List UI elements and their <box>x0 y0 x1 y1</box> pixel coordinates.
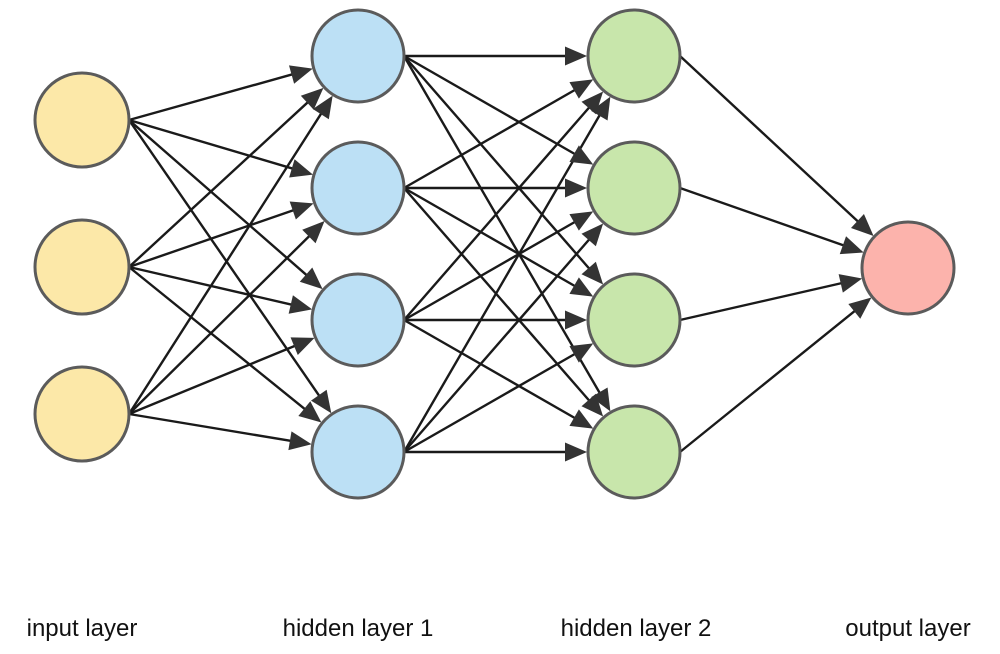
node-hidden2-2[interactable] <box>586 140 682 236</box>
edge-hidden1-2-to-hidden2-4 <box>403 187 594 406</box>
arrowhead-hidden1-2 <box>289 201 314 220</box>
edge-input-2-to-hidden1-2 <box>128 207 299 269</box>
edge-hidden1-3-to-hidden2-2 <box>403 218 580 322</box>
edge-hidden2-4-to-output-1 <box>679 306 860 453</box>
arrowhead-hidden1-2 <box>302 221 325 244</box>
edge-hidden1-4-to-hidden2-3 <box>403 350 580 454</box>
edge-hidden1-4-to-hidden2-1 <box>402 109 604 453</box>
arrowhead-hidden1-3 <box>288 295 313 314</box>
arrowhead-hidden2-2 <box>581 223 604 247</box>
arrowhead-hidden2-1 <box>581 91 604 115</box>
arrowhead-output-1 <box>839 236 864 255</box>
edge-hidden1-2-to-hidden2-1 <box>403 86 580 190</box>
arrowhead-output-1 <box>851 214 874 236</box>
arrowhead-hidden1-3 <box>290 337 315 355</box>
node-input-3[interactable] <box>33 365 131 463</box>
node-input-2[interactable] <box>33 218 131 316</box>
edge-hidden2-2-to-output-1 <box>679 186 849 249</box>
node-hidden1-2[interactable] <box>310 140 406 236</box>
node-hidden1-3[interactable] <box>310 272 406 368</box>
arrowhead-hidden1-4 <box>288 431 312 451</box>
layer-label-output: output layer <box>845 615 970 642</box>
arrowhead-hidden2-1 <box>591 96 611 121</box>
edge-input-1-to-hidden1-3 <box>128 119 312 280</box>
edge-input-2-to-hidden1-4 <box>128 266 310 414</box>
edge-input-1-to-hidden1-4 <box>128 119 324 401</box>
node-hidden2-4[interactable] <box>586 404 682 500</box>
arrowhead-hidden2-4 <box>565 442 587 462</box>
arrowhead-hidden2-3 <box>569 277 594 297</box>
arrowhead-hidden2-2 <box>569 145 594 165</box>
arrowhead-hidden1-4 <box>311 389 332 414</box>
layer-label-hidden2: hidden layer 2 <box>561 615 712 642</box>
arrowhead-hidden2-3 <box>565 310 587 330</box>
layer-label-input: input layer <box>27 615 138 642</box>
edge-input-3-to-hidden1-2 <box>128 231 315 415</box>
edges-group <box>127 54 863 454</box>
edge-input-1-to-hidden1-1 <box>128 71 298 122</box>
arrowhead-hidden2-1 <box>569 79 594 99</box>
arrowhead-output-1 <box>838 274 863 293</box>
edge-hidden1-4-to-hidden2-2 <box>403 234 594 453</box>
arrowhead-hidden2-2 <box>569 211 594 231</box>
nodes-group <box>33 8 956 500</box>
layer-labels-group: input layer hidden layer 1 hidden layer 2 o… <box>27 615 971 642</box>
arrowhead-hidden1-1 <box>312 95 333 120</box>
node-hidden2-3[interactable] <box>586 272 682 368</box>
arrowhead-hidden2-1 <box>565 46 587 66</box>
edge-hidden1-2-to-hidden2-3 <box>403 186 580 290</box>
edge-input-3-to-hidden1-4 <box>128 412 297 443</box>
arrowhead-hidden2-4 <box>569 409 594 429</box>
arrowhead-hidden2-3 <box>569 343 594 363</box>
edge-input-1-to-hidden1-2 <box>128 118 298 172</box>
arrowhead-hidden2-3 <box>581 261 604 285</box>
edge-hidden2-3-to-output-1 <box>679 280 847 322</box>
edge-input-3-to-hidden1-1 <box>127 108 326 415</box>
edge-hidden1-3-to-hidden2-4 <box>403 318 580 422</box>
arrowhead-hidden1-1 <box>300 87 324 110</box>
arrowhead-hidden1-2 <box>289 159 313 178</box>
node-hidden2-1[interactable] <box>586 8 682 104</box>
arrowheads-group <box>288 46 874 462</box>
edge-input-2-to-hidden1-3 <box>128 265 297 307</box>
node-output-1[interactable] <box>860 220 956 316</box>
arrowhead-hidden2-4 <box>591 387 611 412</box>
edge-hidden2-1-to-output-1 <box>679 55 863 226</box>
edge-input-2-to-hidden1-1 <box>128 97 313 268</box>
edge-hidden1-1-to-hidden2-2 <box>403 54 580 158</box>
arrowhead-output-1 <box>848 297 872 319</box>
node-input-1[interactable] <box>33 71 131 169</box>
arrowhead-hidden2-4 <box>581 393 604 417</box>
edge-hidden1-3-to-hidden2-1 <box>403 102 594 321</box>
edge-input-3-to-hidden1-3 <box>128 342 301 416</box>
edge-hidden1-1-to-hidden2-3 <box>403 55 594 274</box>
arrowhead-hidden2-2 <box>565 178 587 198</box>
node-hidden1-4[interactable] <box>310 404 406 500</box>
arrowhead-hidden1-4 <box>298 401 322 423</box>
arrowhead-hidden1-3 <box>299 267 323 290</box>
layer-label-hidden1: hidden layer 1 <box>283 615 434 642</box>
arrowhead-hidden1-1 <box>288 65 313 84</box>
edge-hidden1-1-to-hidden2-4 <box>402 55 604 399</box>
node-hidden1-1[interactable] <box>310 8 406 104</box>
